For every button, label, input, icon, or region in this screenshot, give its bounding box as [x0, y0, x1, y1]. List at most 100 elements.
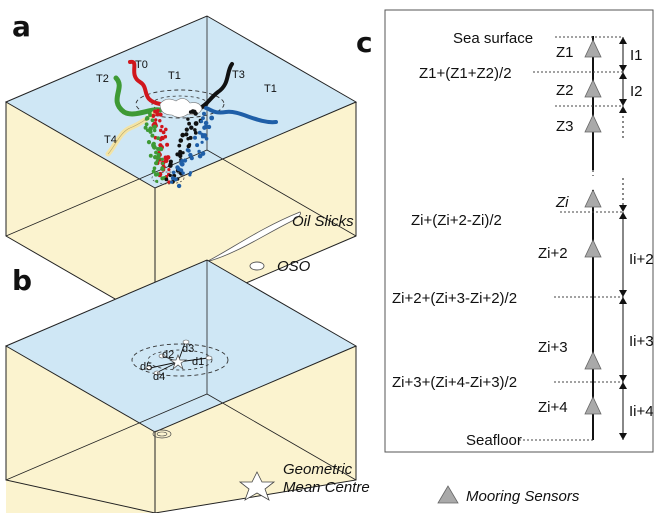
mooring-sensor-triangle — [584, 39, 602, 58]
plume-point — [200, 140, 204, 144]
mooring-sensor-triangle — [584, 239, 602, 258]
legend-mean-centre: Geometric Mean Centre — [238, 461, 370, 501]
legend-geometric: Geometric — [283, 461, 353, 478]
plume-point — [188, 171, 193, 175]
plume-point — [164, 127, 168, 132]
plume-point — [193, 131, 198, 135]
plume-point — [152, 128, 157, 133]
plume-point — [165, 142, 170, 147]
triangle-icon — [437, 485, 459, 504]
midpoint-label-3: Zi+2+(Zi+3-Zi+2)/2 — [392, 290, 517, 307]
track-label-t2: T2 — [96, 73, 109, 85]
plume-point — [209, 115, 215, 121]
plume-point — [168, 163, 173, 168]
plume-point — [202, 134, 207, 139]
plume-point — [158, 119, 162, 123]
plume-point — [197, 149, 201, 154]
plume-point — [186, 117, 190, 121]
plume-point — [176, 183, 182, 189]
plume-point — [201, 116, 205, 120]
legend-oil-slicks: Oil Slicks — [292, 213, 354, 230]
plume-point — [154, 161, 159, 166]
track-label-t1: T1 — [168, 70, 181, 82]
mooring-sensor-triangle — [584, 114, 602, 133]
plume-point — [144, 122, 149, 127]
plume-point — [152, 144, 157, 150]
plume-point — [154, 118, 158, 122]
panel-c-frame — [384, 9, 654, 453]
plume-point — [178, 138, 184, 143]
panel-a-label: a — [12, 10, 31, 43]
surface-ellipse-a — [135, 89, 225, 119]
track-t0 — [128, 59, 162, 106]
distance-d1: d1 — [192, 356, 204, 368]
interval-label-i1: I1 — [630, 47, 643, 64]
plume-point — [189, 125, 194, 130]
sensor-label-z3: Z3 — [556, 118, 574, 135]
surface-ellipse-b — [131, 343, 229, 377]
midpoint-label-2: Zi+(Zi+2-Zi)/2 — [411, 212, 502, 229]
plume-point — [203, 120, 209, 126]
plume-point — [164, 177, 169, 182]
plume-point — [152, 166, 157, 170]
plume-point — [148, 129, 153, 134]
plume-point — [148, 153, 153, 158]
plume-point — [187, 121, 192, 126]
interval-label-ii2: Ii+2 — [629, 251, 654, 268]
plume-point — [184, 127, 189, 132]
distance-d3: d3 — [182, 343, 194, 355]
plume-point — [180, 132, 185, 138]
distance-d2: d2 — [162, 349, 174, 361]
plume-point — [193, 135, 197, 140]
plume-point — [155, 111, 160, 117]
plume-point — [189, 156, 194, 161]
sensor-label-zi3: Zi+3 — [538, 339, 568, 356]
plume-point — [179, 168, 184, 173]
panel-c: c — [356, 9, 654, 453]
seafloor-label: Seafloor — [466, 432, 522, 449]
legend-oil-oso: Oil Slicks OSO — [205, 211, 354, 275]
plume-point — [193, 121, 199, 126]
panel-a: a T0 T1 T2 T3 T1 T4 — [4, 10, 358, 323]
track-t2 — [113, 75, 163, 117]
plume-point — [160, 166, 165, 171]
plume-point — [153, 155, 158, 160]
plume-point — [159, 128, 163, 133]
interval-label-ii3: Ii+3 — [629, 333, 654, 350]
star-icon — [238, 471, 276, 501]
legend-mooring: Mooring Sensors — [437, 485, 580, 505]
plume-point — [197, 153, 203, 159]
sensor-label-zi: Zi — [555, 194, 569, 211]
plume-point — [154, 150, 158, 155]
plume-point — [158, 112, 163, 117]
plume-point — [179, 161, 185, 167]
plume-point — [160, 124, 164, 129]
plume-point — [146, 140, 152, 145]
plume-point — [186, 137, 190, 141]
plume-point — [148, 113, 153, 117]
interval-label-ii4: Ii+4 — [629, 403, 654, 420]
plume-point — [178, 153, 183, 159]
plume-point — [195, 143, 200, 148]
plume-point — [202, 111, 206, 116]
plume-point — [178, 149, 183, 154]
plume-point — [150, 133, 155, 138]
plume-point — [181, 171, 185, 175]
track-t1-blue — [204, 106, 278, 125]
legend-mooring-sensors: Mooring Sensors — [466, 488, 580, 505]
mooring-sensor-triangle — [584, 351, 602, 370]
plume-point — [152, 124, 157, 130]
plume-point — [202, 125, 207, 130]
plume-point — [177, 143, 182, 148]
plume-point — [181, 151, 185, 155]
track-label-t0: T0 — [135, 59, 148, 71]
plume-point — [150, 118, 155, 123]
plume-point — [151, 169, 156, 174]
plume-point — [193, 111, 198, 116]
plume-point — [157, 156, 161, 160]
mean-centre-star-b — [168, 354, 188, 371]
mooring-sensors — [584, 39, 602, 415]
plume-point — [169, 180, 174, 184]
plume-point — [156, 136, 161, 141]
